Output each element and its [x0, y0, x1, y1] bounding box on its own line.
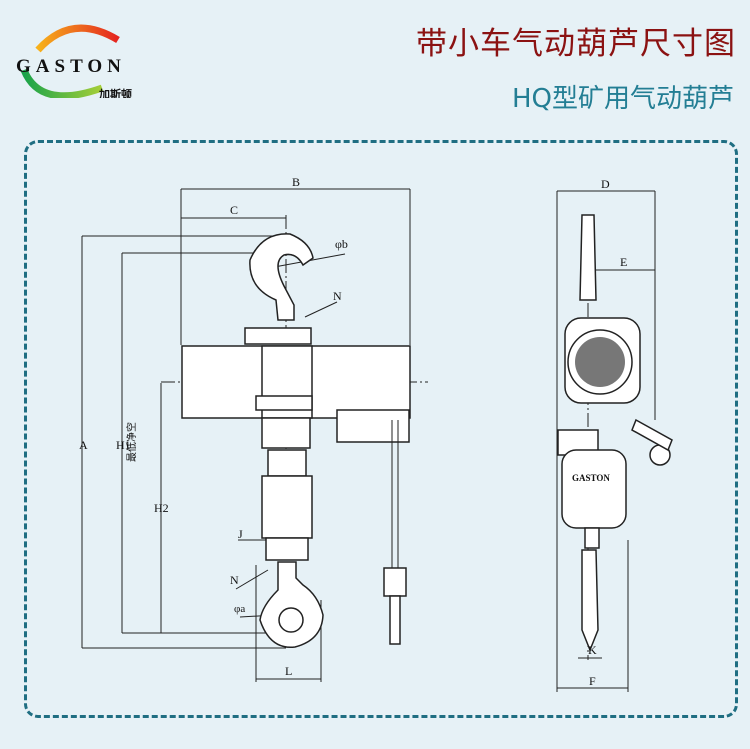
dim-label-f: F [589, 674, 596, 688]
svg-text:GASTON: GASTON [16, 56, 126, 77]
svg-text:GASTON: GASTON [572, 473, 610, 483]
dim-label-c: C [230, 203, 238, 217]
dim-label-phi-a: φa [234, 603, 245, 615]
dim-label-h1: H1 [116, 438, 131, 452]
dim-label-phi-b: φb [335, 237, 348, 251]
front-view [81, 188, 428, 682]
drawing-frame [24, 140, 738, 718]
dim-label-n-bottom: N [230, 573, 239, 587]
dim-label-j: J [238, 527, 243, 541]
dim-label-k: K [588, 643, 597, 657]
gaston-logo: GASTON 加斯顿 [10, 18, 150, 101]
page-subtitle: HQ型矿用气动葫芦 [511, 84, 734, 114]
page-title: 带小车气动葫芦尺寸图 [416, 26, 736, 62]
svg-text:加斯顿: 加斯顿 [98, 87, 132, 98]
dim-label-min-headroom: 最低净空 [125, 422, 138, 462]
dim-label-l: L [285, 664, 292, 678]
dim-label-e: E [620, 255, 627, 269]
dim-label-a: A [79, 438, 88, 452]
dim-label-h2: H2 [154, 501, 169, 515]
dim-label-d: D [601, 177, 610, 191]
side-view: GASTON [556, 190, 673, 692]
dim-label-n-top: N [333, 289, 342, 303]
dim-label-b: B [292, 175, 300, 189]
